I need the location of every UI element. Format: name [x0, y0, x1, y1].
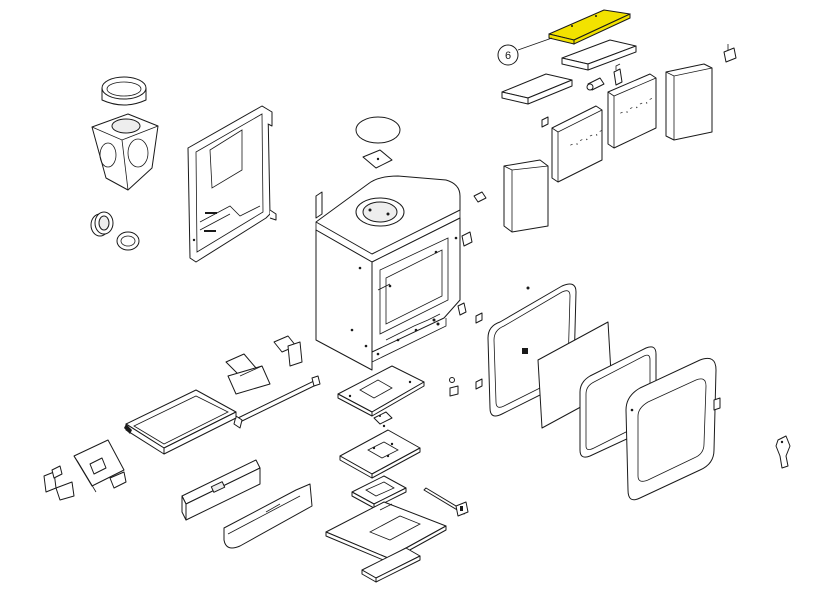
side-clip-3: [475, 378, 483, 390]
small-pad: [455, 501, 469, 517]
bottom-plate: [361, 547, 421, 583]
flue-gasket-ring: [116, 231, 140, 251]
brick-retainer-clip: [613, 63, 623, 86]
top-hotplate-disc: [355, 116, 401, 144]
baffle-support-tube: [586, 77, 605, 91]
front-fascia-bar: [181, 459, 261, 521]
small-l-bracket: [43, 465, 75, 501]
side-clip-2: [475, 312, 483, 324]
flue-collar-ring: [101, 76, 147, 106]
riddling-grate: [351, 475, 407, 509]
plinth-front-panel: [223, 483, 313, 549]
firebrick-side-left: [503, 159, 549, 233]
top-plate-cover: [362, 149, 393, 169]
ash-lip-bracket: [73, 439, 127, 493]
door-handle: [775, 435, 791, 469]
air-slider-bracket: [225, 353, 271, 395]
firebrick-side-right: [665, 63, 713, 141]
rear-heat-shield: [187, 105, 277, 263]
flue-spigot-pipe: [90, 211, 114, 237]
ash-pan: [124, 389, 237, 455]
grate-clip: [373, 411, 393, 428]
firebrick-back-left: -.-.-.-: [541, 105, 606, 183]
stove-door: [625, 357, 721, 501]
firebrick-back-right: -.-.-.-: [607, 73, 657, 149]
firebrick-top-left: [501, 73, 573, 105]
callout-6-label: 6: [505, 50, 511, 62]
flue-adaptor-box: [91, 113, 159, 191]
door-hinge-pin: [449, 377, 459, 397]
grate-plate-2: [339, 429, 421, 479]
side-clip-1: [457, 302, 467, 316]
side-bracket-small-1: [473, 191, 487, 203]
baffle-plate-highlighted: [548, 9, 631, 45]
grate-plate-1: [337, 365, 425, 417]
callout-6: 6: [497, 37, 553, 66]
small-bracket-top-right: [723, 44, 737, 63]
base-plate: [325, 501, 447, 563]
primary-air-bracket: [273, 335, 303, 367]
air-control-rod: [233, 375, 321, 429]
side-bracket-small-2: [454, 231, 473, 247]
stove-body: [315, 175, 461, 371]
firebrick-top-right: [561, 39, 637, 71]
